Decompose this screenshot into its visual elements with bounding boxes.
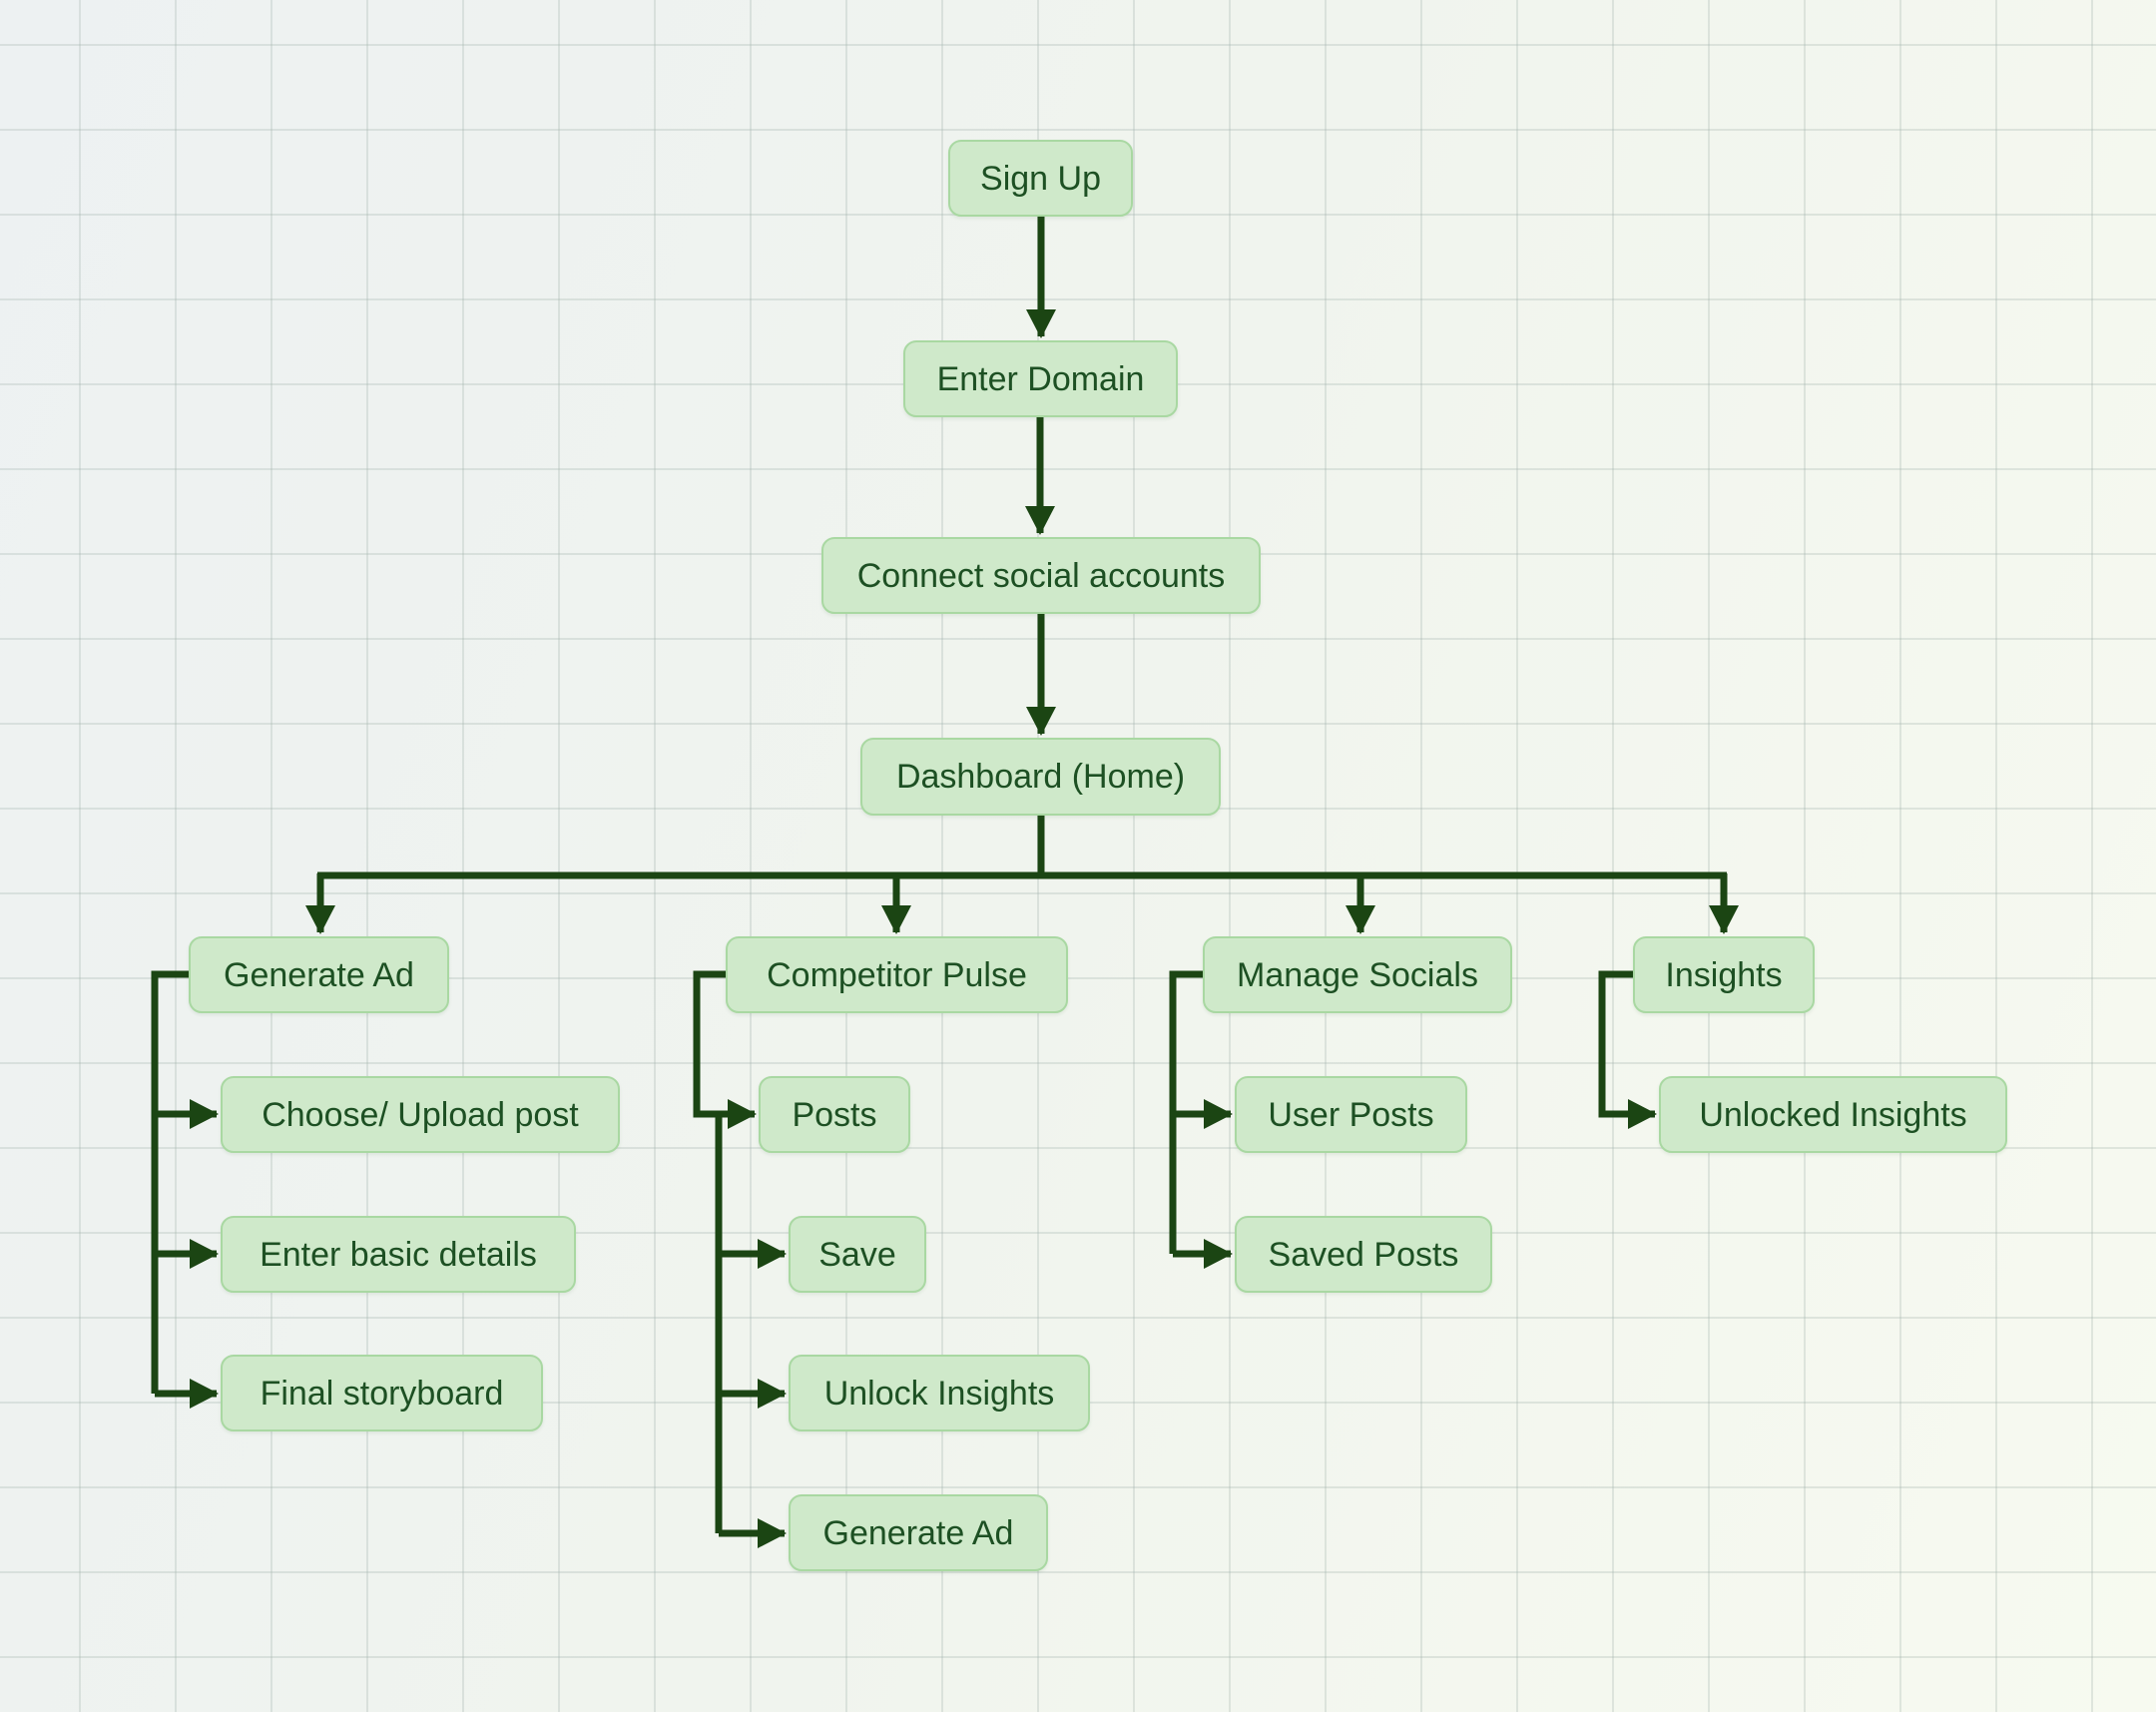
node-enter-basic-details[interactable]: Enter basic details bbox=[221, 1216, 576, 1293]
node-enter-domain[interactable]: Enter Domain bbox=[903, 340, 1178, 417]
node-posts[interactable]: Posts bbox=[759, 1076, 910, 1153]
node-insights[interactable]: Insights bbox=[1633, 936, 1815, 1013]
edge-competitor-pulse-to-posts bbox=[693, 970, 757, 1129]
node-generate-ad[interactable]: Generate Ad bbox=[189, 936, 449, 1013]
node-user-posts[interactable]: User Posts bbox=[1235, 1076, 1467, 1153]
node-final-storyboard[interactable]: Final storyboard bbox=[221, 1355, 543, 1431]
node-manage-socials[interactable]: Manage Socials bbox=[1203, 936, 1512, 1013]
node-unlock-insights[interactable]: Unlock Insights bbox=[789, 1355, 1090, 1431]
edge-dashboard-distributor bbox=[317, 816, 1727, 879]
edge-manage-socials-spine bbox=[1169, 970, 1203, 1254]
node-generate-ad-2[interactable]: Generate Ad bbox=[789, 1494, 1048, 1571]
edge-insights-to-unlocked-insights bbox=[1598, 970, 1657, 1129]
edge-generate-ad-spine bbox=[151, 970, 189, 1394]
node-sign-up[interactable]: Sign Up bbox=[948, 140, 1133, 217]
node-unlocked-insights[interactable]: Unlocked Insights bbox=[1659, 1076, 2007, 1153]
node-connect-social-accounts[interactable]: Connect social accounts bbox=[821, 537, 1261, 614]
node-choose-upload-post[interactable]: Choose/ Upload post bbox=[221, 1076, 620, 1153]
node-competitor-pulse[interactable]: Competitor Pulse bbox=[726, 936, 1068, 1013]
node-saved-posts[interactable]: Saved Posts bbox=[1235, 1216, 1492, 1293]
node-dashboard-home[interactable]: Dashboard (Home) bbox=[860, 738, 1221, 816]
node-save[interactable]: Save bbox=[789, 1216, 926, 1293]
